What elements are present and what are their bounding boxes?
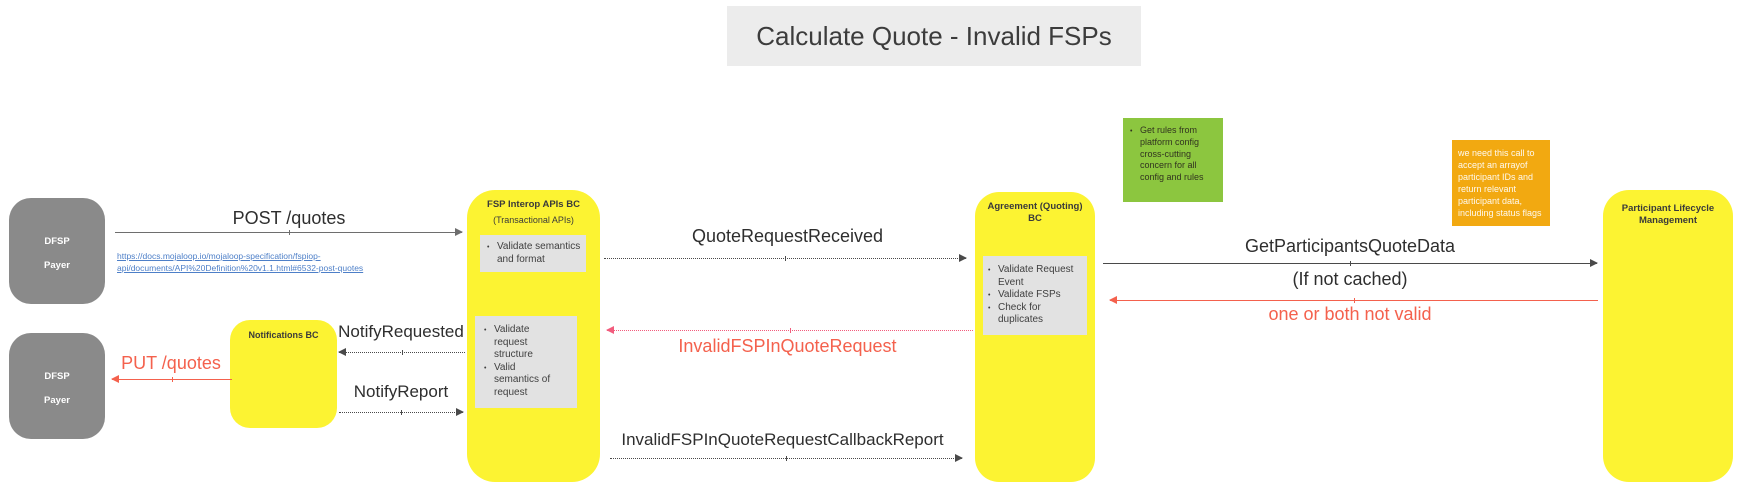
put-quotes-label: PUT /quotes: [121, 353, 221, 373]
arrow-midpoint-tick: [402, 350, 403, 355]
arrowhead-right-icon: [1590, 259, 1598, 267]
orange-note-participant-ids: we need this call to accept an arrayof p…: [1452, 140, 1550, 226]
quote-request-received-arrow: [604, 254, 967, 262]
fsp-interop-note-top: Validate semantics and format: [480, 235, 586, 272]
actor-dfsp-payer-bottom: DFSP Payer: [9, 333, 105, 439]
notify-requested-label: NotifyRequested: [338, 322, 464, 341]
actor-participant-lifecycle-management: Participant Lifecycle Management: [1603, 190, 1733, 482]
fsp-interop-subtitle: (Transactional APIs): [493, 215, 574, 225]
arrow-midpoint-tick: [401, 410, 402, 415]
arrowhead-left-icon: [338, 348, 346, 356]
note-item: Validate request structure: [483, 324, 553, 362]
invalid-fsp-in-quote-request-arrow: [606, 326, 973, 334]
dfsp-bottom-role: Payer: [44, 395, 70, 406]
post-quotes-arrow: [115, 228, 463, 236]
api-spec-link-line2: api/documents/API%20Definition%20v1.1.ht…: [117, 263, 364, 273]
note-item: Validate FSPs: [987, 289, 1084, 302]
if-not-cached-label: (If not cached): [1292, 269, 1408, 289]
dfsp-top-name: DFSP: [44, 236, 70, 247]
put-quotes-arrow: [111, 375, 232, 383]
fsp-interop-title: FSP Interop APIs BC: [487, 199, 580, 210]
api-spec-link-line1: https://docs.mojaloop.io/mojaloop-specif…: [117, 251, 321, 261]
arrowhead-left-icon: [111, 375, 119, 383]
green-note-platform-config: Get rules from platform config cross-cut…: [1123, 118, 1223, 202]
note-item: Check for duplicates: [987, 302, 1084, 327]
arrowhead-left-icon: [1109, 296, 1117, 304]
quote-request-received-label: QuoteRequestReceived: [691, 226, 884, 246]
post-quotes-label: POST /quotes: [232, 208, 346, 228]
arrowhead-left-icon: [606, 326, 614, 334]
arrow-midpoint-tick: [288, 230, 290, 235]
note-item: Get rules from platform config cross-cut…: [1129, 125, 1219, 184]
arrow-midpoint-tick: [786, 456, 787, 461]
plm-title: Participant Lifecycle Management: [1621, 203, 1715, 226]
note-item: Validate semantics and format: [486, 241, 582, 266]
notify-report-label: NotifyReport: [353, 382, 449, 401]
arrow-midpoint-tick: [790, 328, 791, 333]
note-item: Validate Request Event: [987, 264, 1084, 289]
agreement-bc-title: Agreement (Quoting) BC: [987, 201, 1083, 224]
orange-note-text: we need this call to accept an arrayof p…: [1458, 148, 1542, 218]
arrowhead-right-icon: [455, 228, 463, 236]
invalid-fsp-in-quote-request-label: InvalidFSPInQuoteRequest: [678, 336, 897, 356]
get-participants-quote-data-arrow: [1103, 259, 1598, 267]
dfsp-bottom-name: DFSP: [44, 371, 70, 382]
invalid-fsp-callback-report-label: InvalidFSPInQuoteRequestCallbackReport: [621, 430, 944, 449]
dfsp-top-role: Payer: [44, 260, 70, 271]
page-title-text: Calculate Quote - Invalid FSPs: [756, 20, 1112, 51]
actor-agreement-quoting-bc: Agreement (Quoting) BC Validate Request …: [975, 192, 1095, 482]
arrowhead-right-icon: [456, 408, 464, 416]
arrowhead-right-icon: [959, 254, 967, 262]
actor-notifications-bc: Notifications BC: [230, 320, 337, 428]
actor-fsp-interop-apis-bc: FSP Interop APIs BC (Transactional APIs)…: [467, 190, 600, 482]
notify-requested-arrow: [338, 348, 465, 356]
page-title: Calculate Quote - Invalid FSPs: [727, 6, 1141, 66]
arrow-midpoint-tick: [785, 256, 786, 261]
api-spec-link[interactable]: https://docs.mojaloop.io/mojaloop-specif…: [117, 250, 397, 274]
notifications-bc-title: Notifications BC: [248, 330, 319, 340]
fsp-interop-note-bottom: Validate request structure Valid semanti…: [475, 316, 577, 408]
notify-report-arrow: [339, 408, 464, 416]
one-or-both-not-valid-arrow: [1109, 296, 1598, 304]
agreement-bc-note: Validate Request Event Validate FSPs Che…: [983, 256, 1087, 335]
actor-dfsp-payer-top: DFSP Payer: [9, 198, 105, 304]
note-item: Valid semantics of request: [483, 362, 553, 400]
arrow-midpoint-tick: [1350, 261, 1351, 266]
one-or-both-not-valid-label: one or both not valid: [1268, 304, 1432, 324]
arrow-midpoint-tick: [1354, 298, 1355, 303]
get-participants-quote-data-label: GetParticipantsQuoteData: [1244, 236, 1456, 256]
invalid-fsp-callback-report-arrow: [610, 454, 963, 462]
arrowhead-right-icon: [955, 454, 963, 462]
arrow-midpoint-tick: [172, 377, 173, 382]
